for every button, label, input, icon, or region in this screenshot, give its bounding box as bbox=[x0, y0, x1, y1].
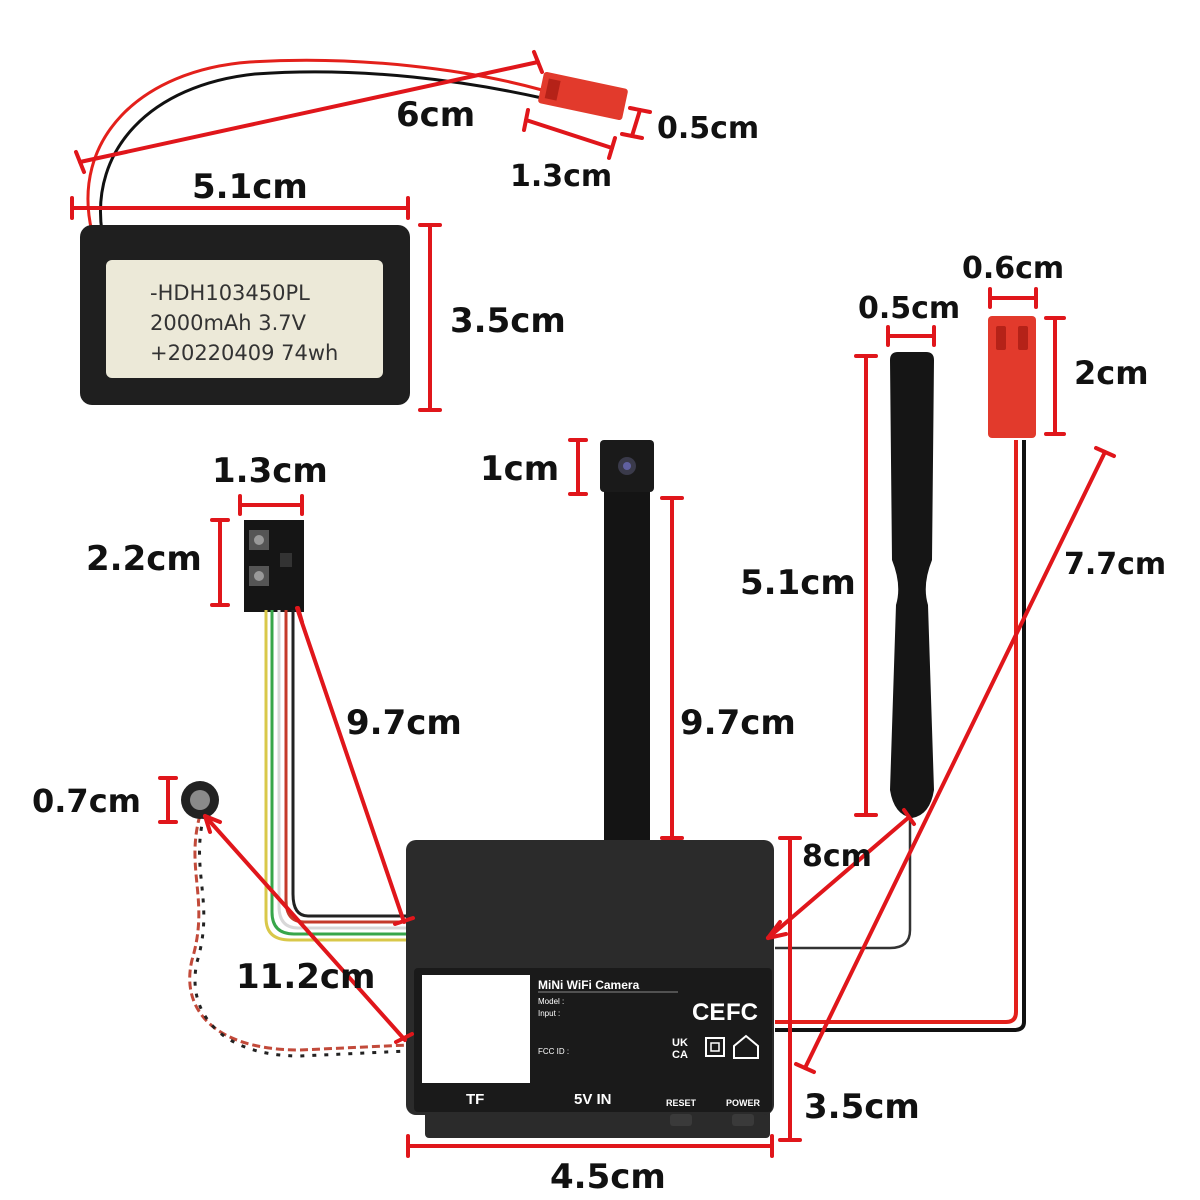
dim-module-height: 3.5cm bbox=[804, 1087, 920, 1127]
ukca-mark-line1: UK bbox=[672, 1037, 688, 1049]
battery-label-line3: +20220409 74wh bbox=[150, 341, 338, 365]
dim-power-plug-length: 2cm bbox=[1074, 354, 1149, 392]
dim-button-cable-length: 9.7cm bbox=[346, 703, 462, 743]
reset-button-label: RESET bbox=[666, 1098, 697, 1108]
power-plug bbox=[988, 316, 1036, 438]
battery-black-wire bbox=[99, 70, 543, 233]
reset-button bbox=[670, 1114, 692, 1126]
led-wire-red bbox=[188, 814, 409, 1052]
dim-button-board-width: 1.3cm bbox=[212, 451, 328, 491]
dimension-labels: 6cm 0.5cm 1.3cm 5.1cm 3.5cm 1.3cm 2.2cm … bbox=[32, 95, 1166, 1197]
dim-power-plug-width: 0.6cm bbox=[962, 251, 1064, 286]
dim-led-diameter: 0.7cm bbox=[32, 782, 141, 820]
battery-red-wire bbox=[86, 58, 543, 233]
power-cable-assembly bbox=[775, 316, 1036, 1032]
battery-assembly: -HDH103450PL 2000mAh 3.7V +20220409 74wh bbox=[80, 58, 628, 405]
battery-label-line1: -HDH103450PL bbox=[150, 281, 310, 305]
power-button-label: POWER bbox=[726, 1098, 761, 1108]
power-red-wire bbox=[775, 440, 1018, 1024]
antenna-assembly bbox=[775, 352, 934, 950]
fc-mark-icon: FC bbox=[726, 999, 758, 1026]
power-button bbox=[732, 1114, 754, 1126]
antenna-body bbox=[890, 352, 934, 818]
battery-label bbox=[106, 260, 383, 378]
port-5v-label: 5V IN bbox=[574, 1091, 612, 1108]
antenna-cable bbox=[775, 810, 912, 950]
power-black-wire bbox=[775, 440, 1026, 1032]
ce-mark-icon: CE bbox=[692, 999, 725, 1026]
tf-slot-panel bbox=[422, 975, 530, 1083]
dim-button-board-height: 2.2cm bbox=[86, 539, 202, 579]
dim-module-width: 4.5cm bbox=[550, 1157, 666, 1197]
dim-battery-plug-width: 0.5cm bbox=[657, 111, 759, 146]
button-cable bbox=[264, 610, 408, 942]
ukca-mark-line2: CA bbox=[672, 1049, 688, 1061]
dim-battery-height: 3.5cm bbox=[450, 301, 566, 341]
indoor-use-icon bbox=[733, 1034, 759, 1059]
dim-led-cable-length: 11.2cm bbox=[236, 957, 375, 997]
lens-assembly bbox=[600, 440, 654, 850]
battery-label-line2: 2000mAh 3.7V bbox=[150, 311, 307, 335]
battery-plug bbox=[538, 71, 628, 121]
led-assembly bbox=[181, 781, 409, 1058]
module-input-label: Input : bbox=[538, 1009, 560, 1018]
dim-battery-plug-length: 1.3cm bbox=[510, 159, 612, 194]
camera-module: MiNi WiFi Camera Model : Input : FCC ID … bbox=[406, 840, 774, 1138]
dim-power-cable-length: 7.7cm bbox=[1064, 547, 1166, 582]
measurement-lines bbox=[70, 50, 1116, 1158]
button-board-assembly bbox=[244, 520, 408, 942]
lens-flex-cable bbox=[604, 490, 650, 850]
dim-lens-cable-length: 9.7cm bbox=[680, 703, 796, 743]
dim-antenna-width: 0.5cm bbox=[858, 291, 960, 326]
dim-battery-width: 5.1cm bbox=[192, 167, 308, 207]
led-wire-black bbox=[193, 814, 409, 1058]
double-insulation-icon bbox=[705, 1037, 725, 1057]
dim-antenna-length: 5.1cm bbox=[740, 563, 856, 603]
port-tf-label: TF bbox=[466, 1091, 484, 1108]
module-fcc-label: FCC ID : bbox=[538, 1047, 569, 1056]
dim-antenna-cable-length: 8cm bbox=[802, 839, 872, 874]
dim-battery-wire-length: 6cm bbox=[396, 95, 475, 135]
dim-lens-size: 1cm bbox=[480, 449, 559, 489]
module-model-label: Model : bbox=[538, 997, 564, 1006]
module-title: MiNi WiFi Camera bbox=[538, 978, 640, 992]
